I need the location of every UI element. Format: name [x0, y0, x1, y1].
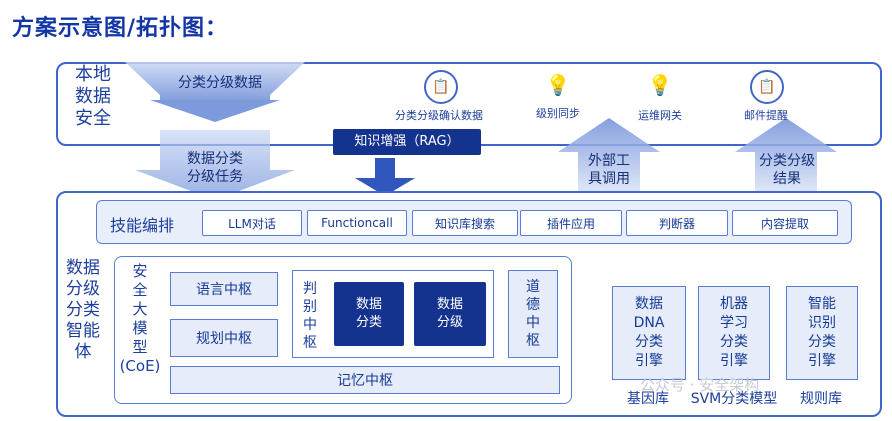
data-grade-box: 数据 分级 — [414, 282, 486, 346]
skill-plugin-app: 插件应用 — [520, 210, 622, 236]
clipboard-icon: 📋 — [750, 70, 784, 104]
rag-arrow — [355, 158, 415, 196]
result-label: 分类分级 结果 — [759, 153, 815, 187]
memory-center: 记忆中枢 — [170, 366, 560, 394]
lightbulb-gear-icon: 💡 — [647, 73, 673, 97]
external-call-label: 外部工 具调用 — [588, 153, 630, 187]
skill-judger: 判断器 — [626, 210, 728, 236]
external-call-arrow — [558, 118, 660, 196]
local-data-security-label: 本地 数据 安全 — [75, 64, 111, 129]
task-arrow — [135, 130, 295, 200]
coe-label: 安 全 大 模 型 (CoE) — [119, 262, 161, 375]
result-arrow — [735, 118, 837, 196]
ops-gateway-label: 运维网关 — [638, 109, 682, 122]
data-classify-box: 数据 分类 — [334, 282, 404, 346]
mail-alert-label: 邮件提醒 — [744, 109, 788, 122]
gene-library-caption: 基因库 — [627, 391, 669, 407]
rag-box: 知识增强（RAG） — [333, 129, 481, 155]
language-center: 语言中枢 — [170, 272, 278, 306]
ethics-center: 道 德 中 枢 — [508, 270, 558, 358]
classify-data-label: 分类分级数据 — [178, 75, 262, 91]
coe-panel — [114, 256, 572, 404]
judgement-center-label: 判 别 中 枢 — [303, 281, 317, 351]
smart-recognition-engine: 智能 识别 分类 引擎 — [786, 286, 858, 380]
planning-center: 规划中枢 — [170, 319, 278, 357]
level-sync-label: 级别同步 — [536, 107, 580, 120]
dna-engine: 数据 DNA 分类 引擎 — [612, 286, 686, 380]
ml-engine: 机器 学习 分类 引擎 — [698, 286, 770, 380]
watermark: 公众号 · 安全架构 — [640, 376, 760, 394]
confirm-data-label: 分类分级确认数据 — [395, 109, 483, 122]
skill-content-extract: 内容提取 — [732, 210, 838, 236]
page-title: 方案示意图/拓扑图： — [12, 16, 229, 41]
lightbulb-gear-icon: 💡 — [545, 73, 571, 97]
task-arrow-label: 数据分类 分级任务 — [187, 151, 243, 185]
skill-knowledge-search: 知识库搜索 — [412, 210, 518, 236]
skill-llm-chat: LLM对话 — [202, 210, 302, 236]
rule-library-caption: 规则库 — [800, 391, 842, 407]
skill-function-call: Functioncall — [307, 210, 407, 236]
clipboard-icon: 📋 — [424, 70, 458, 104]
svm-model-caption: SVM分类模型 — [690, 391, 778, 407]
agent-label: 数据 分级 分类 智能 体 — [66, 258, 100, 362]
classify-data-arrow — [125, 62, 305, 100]
skill-orchestration-label: 技能编排 — [110, 216, 175, 235]
